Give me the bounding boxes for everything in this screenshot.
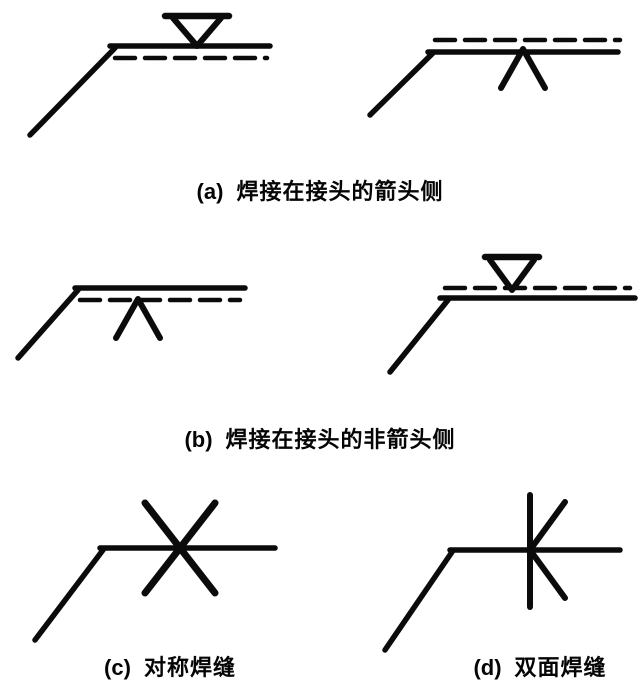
caption-c-label: (c) <box>104 655 131 680</box>
caption-d-text: 双面焊缝 <box>514 655 607 680</box>
diagram-b-left <box>15 285 248 361</box>
diagram-b-right <box>387 253 638 375</box>
arrow-leader-line <box>387 297 451 375</box>
caption-c-text: 对称焊缝 <box>143 655 236 680</box>
caption-a: (a) 焊接在接头的箭头侧 <box>0 174 640 206</box>
x-weld-symbol-stroke <box>141 499 219 597</box>
caption-b: (b) 焊接在接头的非箭头侧 <box>0 422 640 454</box>
v-weld-symbol <box>113 296 163 341</box>
v-weld-symbol <box>487 257 537 293</box>
caption-d-label: (d) <box>473 655 502 680</box>
arrow-leader-line <box>382 549 455 653</box>
arrow-leader-line <box>15 287 81 361</box>
arrow-leader-line <box>27 45 118 138</box>
arrow-leader-line <box>367 50 436 118</box>
caption-a-label: (a) <box>196 179 224 204</box>
k-weld-symbol-arms <box>527 499 568 601</box>
caption-b-label: (b) <box>184 427 213 452</box>
caption-a-text: 焊接在接头的箭头侧 <box>236 179 444 204</box>
diagram-c <box>32 499 278 643</box>
diagram-a-left <box>27 12 273 138</box>
caption-c: (c) 对称焊缝 <box>40 650 300 682</box>
diagram-a-right <box>367 37 623 118</box>
v-weld-symbol <box>170 15 224 49</box>
arrow-leader-line <box>32 547 106 643</box>
caption-d: (d) 双面焊缝 <box>410 650 640 682</box>
diagram-d <box>382 492 623 653</box>
caption-b-text: 焊接在接头的非箭头侧 <box>225 427 456 452</box>
v-weld-symbol <box>498 46 548 91</box>
